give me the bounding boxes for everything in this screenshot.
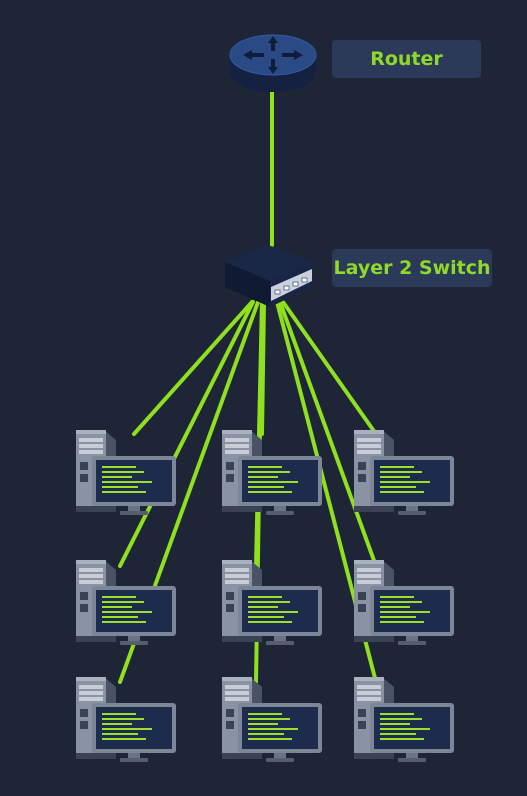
switch-label-text: Layer 2 Switch	[333, 257, 491, 279]
workstation-icon-pc-5	[222, 560, 322, 645]
router-icon	[229, 34, 317, 92]
workstation-icon-pc-7	[76, 677, 176, 762]
router-label: Router	[332, 40, 481, 78]
workstation-icon-pc-8	[222, 677, 322, 762]
workstations	[76, 430, 454, 762]
switch-icon	[225, 245, 313, 307]
workstation-icon-pc-9	[354, 677, 454, 762]
link-switch-pc-2	[260, 300, 266, 436]
router-label-text: Router	[370, 48, 443, 70]
link-switch-pc-3	[281, 300, 378, 436]
workstation-icon-pc-1	[76, 430, 176, 515]
link-switch-pc-6	[278, 300, 378, 568]
workstation-icon-pc-3	[354, 430, 454, 515]
workstation-icon-pc-6	[354, 560, 454, 645]
link-switch-pc-1	[132, 300, 254, 436]
switch-label: Layer 2 Switch	[332, 249, 492, 287]
link-switch-pc-4	[118, 300, 255, 568]
workstation-icon-pc-2	[222, 430, 322, 515]
